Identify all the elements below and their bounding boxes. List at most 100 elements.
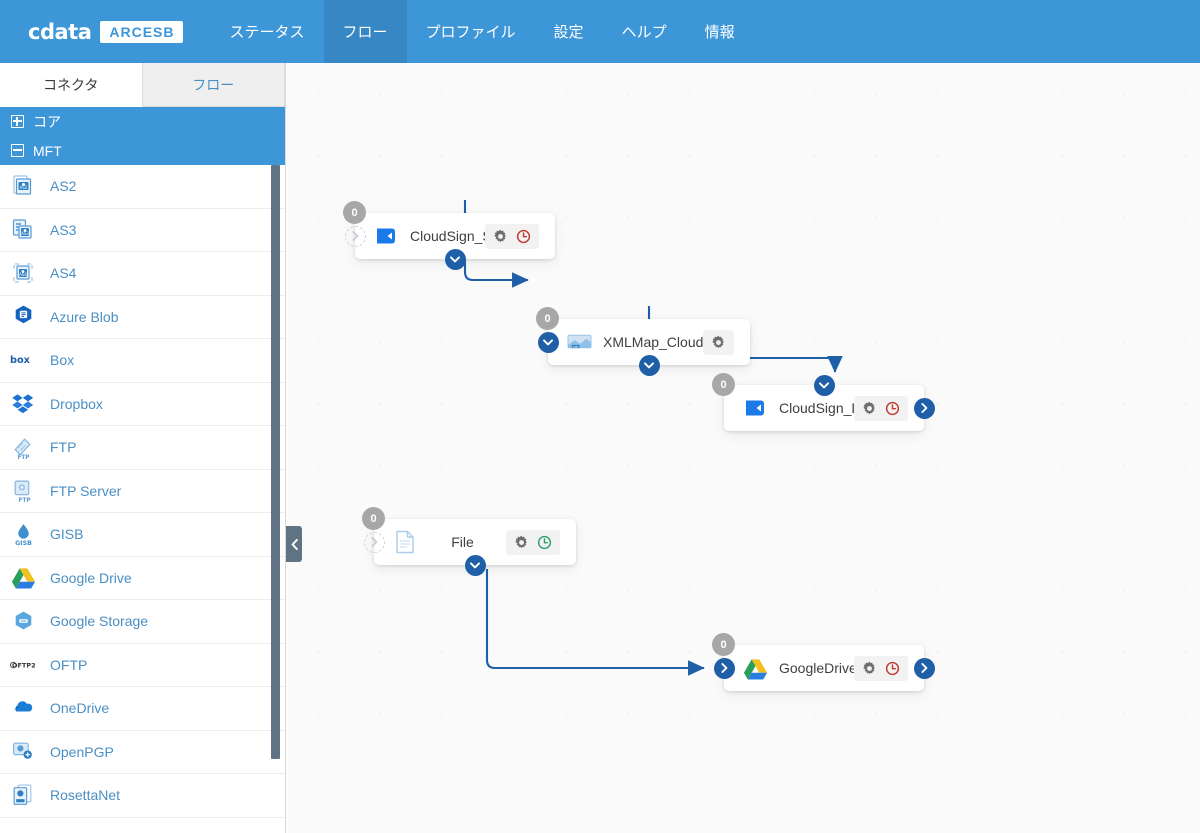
sidebar-scrollbar[interactable] bbox=[271, 107, 280, 833]
node-action-group bbox=[854, 395, 908, 421]
connector-item-dropbox[interactable]: Dropbox bbox=[0, 382, 285, 426]
sidebar-collapse-handle[interactable] bbox=[286, 526, 302, 562]
nav-item-help[interactable]: ヘルプ bbox=[621, 24, 667, 41]
cloudsign-icon bbox=[372, 222, 400, 250]
nav-item-info[interactable]: 情報 bbox=[704, 24, 735, 41]
left-sidebar: コネクタ フロー コア MFT bbox=[0, 63, 286, 833]
gear-icon[interactable] bbox=[861, 660, 878, 677]
gear-icon[interactable] bbox=[710, 334, 727, 351]
tab-connectors[interactable]: コネクタ bbox=[0, 63, 143, 107]
svg-text:AS4: AS4 bbox=[19, 272, 27, 277]
oftp-icon: OFTP2 bbox=[10, 652, 36, 678]
expand-plus-icon bbox=[11, 115, 24, 128]
rosettanet-icon bbox=[10, 782, 36, 808]
main-nav: ステータス フロー プロファイル 設定 ヘルプ 情報 bbox=[211, 0, 754, 63]
group-core-label: コア bbox=[33, 113, 61, 130]
node-title: XMLMap_CloudSi... bbox=[603, 334, 703, 350]
input-port[interactable] bbox=[537, 331, 559, 353]
gear-icon[interactable] bbox=[492, 228, 509, 245]
node-title: File bbox=[451, 534, 474, 550]
connector-label: AS3 bbox=[50, 221, 77, 238]
input-port-disabled[interactable] bbox=[344, 225, 366, 247]
svg-text:GISB: GISB bbox=[15, 540, 32, 547]
node-badge-count: 0 bbox=[343, 201, 366, 224]
group-mft[interactable]: MFT bbox=[0, 136, 285, 165]
clock-icon[interactable] bbox=[536, 534, 553, 551]
svg-text:box: box bbox=[10, 356, 31, 367]
box-icon: box bbox=[10, 347, 36, 373]
nav-item-profile[interactable]: プロファイル bbox=[425, 24, 516, 41]
file-icon bbox=[391, 528, 419, 556]
connector-item-rosettanet[interactable]: RosettaNet bbox=[0, 774, 285, 818]
flow-canvas[interactable]: 0 CloudSign_Se... bbox=[287, 63, 1200, 833]
output-port-bottom[interactable] bbox=[444, 248, 466, 270]
azure-blob-icon bbox=[10, 304, 36, 330]
flow-node-file[interactable]: 0 File bbox=[362, 507, 576, 576]
connector-item-box[interactable]: box Box bbox=[0, 339, 285, 383]
as4-icon: AS4 bbox=[10, 260, 36, 286]
nav-item-settings[interactable]: 設定 bbox=[553, 24, 584, 41]
node-badge-count: 0 bbox=[712, 373, 735, 396]
group-core[interactable]: コア bbox=[0, 107, 285, 136]
connector-item-google-storage[interactable]: Google Storage bbox=[0, 600, 285, 644]
svg-text:AS2: AS2 bbox=[20, 185, 28, 190]
connector-label: OFTP bbox=[50, 656, 88, 673]
clock-icon[interactable] bbox=[884, 400, 901, 417]
output-port-bottom[interactable] bbox=[638, 354, 660, 376]
node-title: CloudSign_D... bbox=[779, 400, 854, 416]
node-action-group bbox=[506, 529, 560, 555]
tab-flows[interactable]: フロー bbox=[142, 63, 285, 106]
sidebar-scrollbar-thumb[interactable] bbox=[271, 165, 280, 759]
brand-logo[interactable]: cdata ARCESB bbox=[0, 0, 211, 63]
svg-text:XML: XML bbox=[572, 345, 578, 349]
node-action-group bbox=[485, 223, 539, 249]
cloudsign-icon bbox=[741, 394, 769, 422]
as2-icon: AS2 bbox=[10, 173, 36, 199]
flow-node-googledrive[interactable]: 0 GoogleDrive_... bbox=[712, 633, 935, 691]
google-storage-icon bbox=[10, 608, 36, 634]
connector-label: OpenPGP bbox=[50, 743, 114, 760]
connector-item-gisb[interactable]: GISB GISB bbox=[0, 513, 285, 557]
connector-label: OneDrive bbox=[50, 700, 110, 717]
dropbox-icon bbox=[10, 391, 36, 417]
input-port-top[interactable] bbox=[813, 374, 835, 396]
connector-item-ftp[interactable]: FTP FTP bbox=[0, 426, 285, 470]
ftp-icon: FTP bbox=[10, 434, 36, 460]
gear-icon[interactable] bbox=[513, 534, 530, 551]
clock-icon[interactable] bbox=[515, 228, 532, 245]
node-badge-count: 0 bbox=[712, 633, 735, 656]
flow-node-cloudsign-dest[interactable]: 0 CloudSign_D... bbox=[712, 373, 935, 431]
connector-item-oftp[interactable]: OFTP2 OFTP bbox=[0, 643, 285, 687]
connector-item-openpgp[interactable]: OpenPGP bbox=[0, 730, 285, 774]
connector-label: Google Drive bbox=[50, 569, 132, 586]
connector-item-google-drive[interactable]: Google Drive bbox=[0, 556, 285, 600]
connector-item-as2[interactable]: AS2 AS2 bbox=[0, 165, 285, 209]
nav-item-status[interactable]: ステータス bbox=[229, 24, 305, 41]
flow-node-xmlmap-cloudsign[interactable]: 0 XML XMLMap_CloudSi... bbox=[536, 307, 750, 376]
edge-file-to-googledrive bbox=[485, 569, 705, 676]
connector-label: RosettaNet bbox=[50, 787, 121, 804]
flow-node-cloudsign-source[interactable]: 0 CloudSign_Se... bbox=[343, 201, 555, 270]
connector-item-azure-blob[interactable]: Azure Blob bbox=[0, 295, 285, 339]
connector-item-onedrive[interactable]: OneDrive bbox=[0, 687, 285, 731]
collapse-minus-icon bbox=[11, 144, 24, 157]
connector-label: AS2 bbox=[50, 178, 77, 195]
output-port-right[interactable] bbox=[913, 397, 935, 419]
xmlmap-icon: XML bbox=[565, 328, 593, 356]
node-action-group bbox=[703, 329, 734, 355]
group-mft-label: MFT bbox=[33, 142, 62, 159]
connector-item-as3[interactable]: AS3 AS3 bbox=[0, 208, 285, 252]
svg-text:AS3: AS3 bbox=[21, 231, 29, 236]
nav-item-flow[interactable]: フロー bbox=[323, 0, 407, 63]
connector-label: FTP Server bbox=[50, 482, 122, 499]
as3-icon: AS3 bbox=[10, 217, 36, 243]
gear-icon[interactable] bbox=[861, 400, 878, 417]
input-port[interactable] bbox=[713, 657, 735, 679]
connector-item-as4[interactable]: AS4 AS4 bbox=[0, 252, 285, 296]
clock-icon[interactable] bbox=[884, 660, 901, 677]
output-port-bottom[interactable] bbox=[464, 554, 486, 576]
input-port-disabled[interactable] bbox=[363, 531, 385, 553]
connector-item-ftp-server[interactable]: FTP FTP Server bbox=[0, 469, 285, 513]
output-port-right[interactable] bbox=[913, 657, 935, 679]
brand-product-badge: ARCESB bbox=[100, 20, 183, 43]
